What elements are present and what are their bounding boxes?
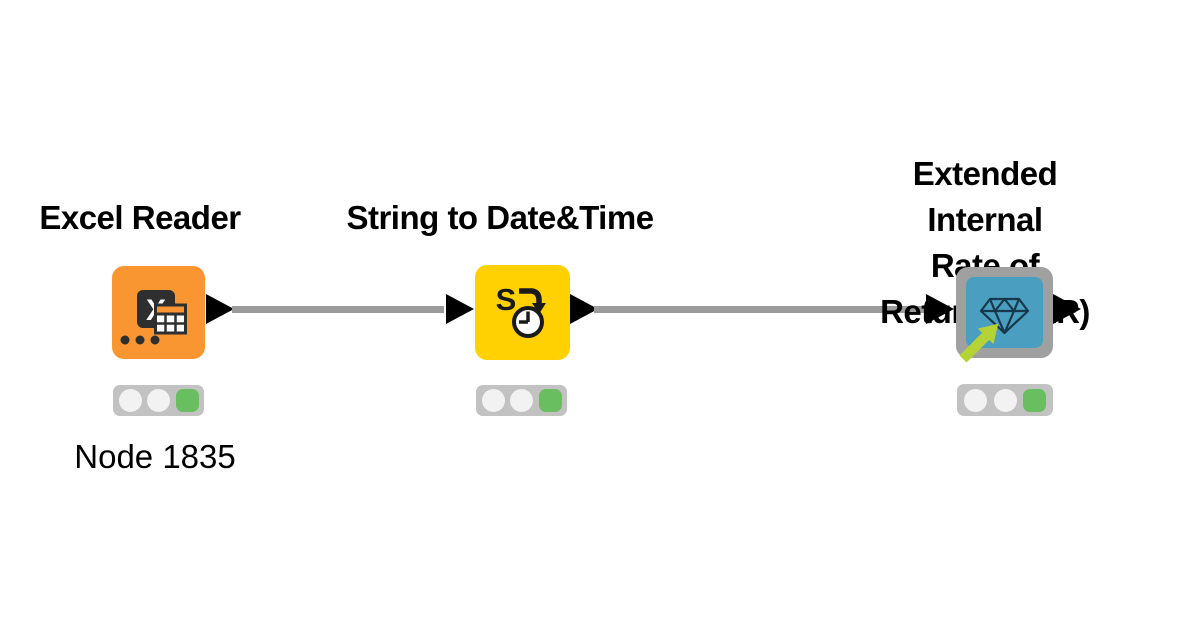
connection-excel-to-string[interactable]	[232, 306, 444, 313]
node-title-excel-reader: Excel Reader	[39, 199, 241, 236]
output-port-string-to-datetime[interactable]	[570, 294, 598, 324]
input-port-string-to-datetime[interactable]	[446, 294, 474, 324]
status-light	[1023, 388, 1047, 412]
string-to-datetime-icon: S	[496, 282, 546, 338]
status-light	[538, 389, 562, 412]
connection-string-to-xirr[interactable]	[594, 306, 926, 313]
traffic-light-string-to-datetime	[476, 385, 567, 416]
output-port-xirr[interactable]	[1053, 294, 1081, 324]
status-light	[963, 388, 987, 412]
status-light	[118, 389, 142, 412]
node-xirr-component[interactable]	[956, 267, 1053, 358]
svg-text:S: S	[496, 282, 517, 317]
node-excel-reader[interactable]: X	[112, 266, 205, 359]
node-title-string-to-datetime: String to Date&Time	[346, 199, 654, 236]
status-light	[510, 389, 533, 412]
status-light	[481, 389, 505, 412]
excel-table-icon: X	[120, 290, 187, 345]
status-light	[993, 388, 1017, 412]
status-light	[147, 389, 170, 412]
traffic-light-xirr	[957, 384, 1053, 416]
node-string-to-datetime[interactable]: S	[475, 265, 570, 360]
linked-component-arrow-icon	[959, 323, 999, 363]
node-id-label: Node 1835	[74, 438, 236, 475]
output-port-excel-reader[interactable]	[206, 294, 234, 324]
traffic-light-excel-reader	[113, 385, 204, 416]
status-light	[175, 389, 199, 412]
diamond-gem-icon	[979, 297, 1030, 335]
input-port-xirr[interactable]	[926, 294, 954, 324]
